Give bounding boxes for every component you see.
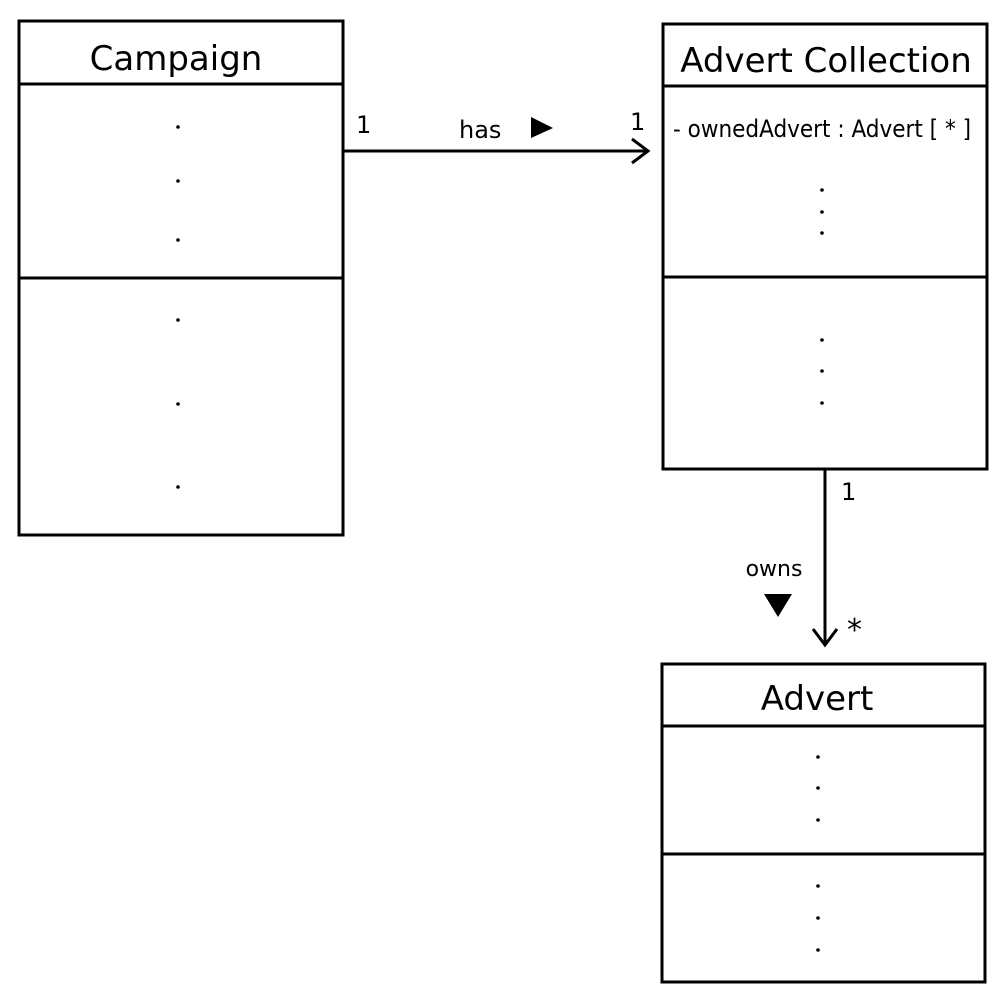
campaign-class-name: Campaign: [90, 39, 263, 79]
owns-source-multiplicity: 1: [841, 478, 856, 506]
advert-collection-class-name: Advert Collection: [680, 41, 972, 81]
advert-attributes-ellipsis: [816, 755, 820, 822]
class-advert-collection[interactable]: Advert Collection - ownedAdvert : Advert…: [661, 22, 989, 471]
has-target-multiplicity: 1: [630, 108, 645, 136]
has-source-multiplicity: 1: [356, 111, 371, 139]
advert-class-name: Advert: [761, 679, 874, 719]
owns-target-multiplicity: *: [847, 613, 862, 648]
advert-collection-attributes-ellipsis: [820, 188, 824, 235]
owns-arrowhead-icon: [811, 628, 839, 648]
association-has[interactable]: 1 1 has: [343, 108, 651, 165]
has-direction-triangle-icon: [531, 117, 553, 138]
has-association-label: has: [459, 116, 501, 144]
owns-direction-triangle-icon: [764, 594, 792, 617]
class-advert[interactable]: Advert: [660, 662, 987, 984]
owned-advert-attribute: - ownedAdvert : Advert [ * ]: [673, 115, 971, 143]
association-owns[interactable]: 1 * owns: [746, 469, 862, 648]
advert-collection-operations-ellipsis: [820, 338, 824, 405]
owns-association-label: owns: [746, 557, 803, 582]
advert-collection-box: [661, 22, 989, 471]
has-arrowhead-icon: [631, 137, 651, 165]
advert-box: [660, 662, 987, 984]
class-campaign[interactable]: Campaign: [17, 19, 345, 537]
advert-operations-ellipsis: [816, 884, 820, 952]
campaign-attributes-ellipsis: [176, 125, 180, 242]
campaign-operations-ellipsis: [176, 318, 180, 489]
